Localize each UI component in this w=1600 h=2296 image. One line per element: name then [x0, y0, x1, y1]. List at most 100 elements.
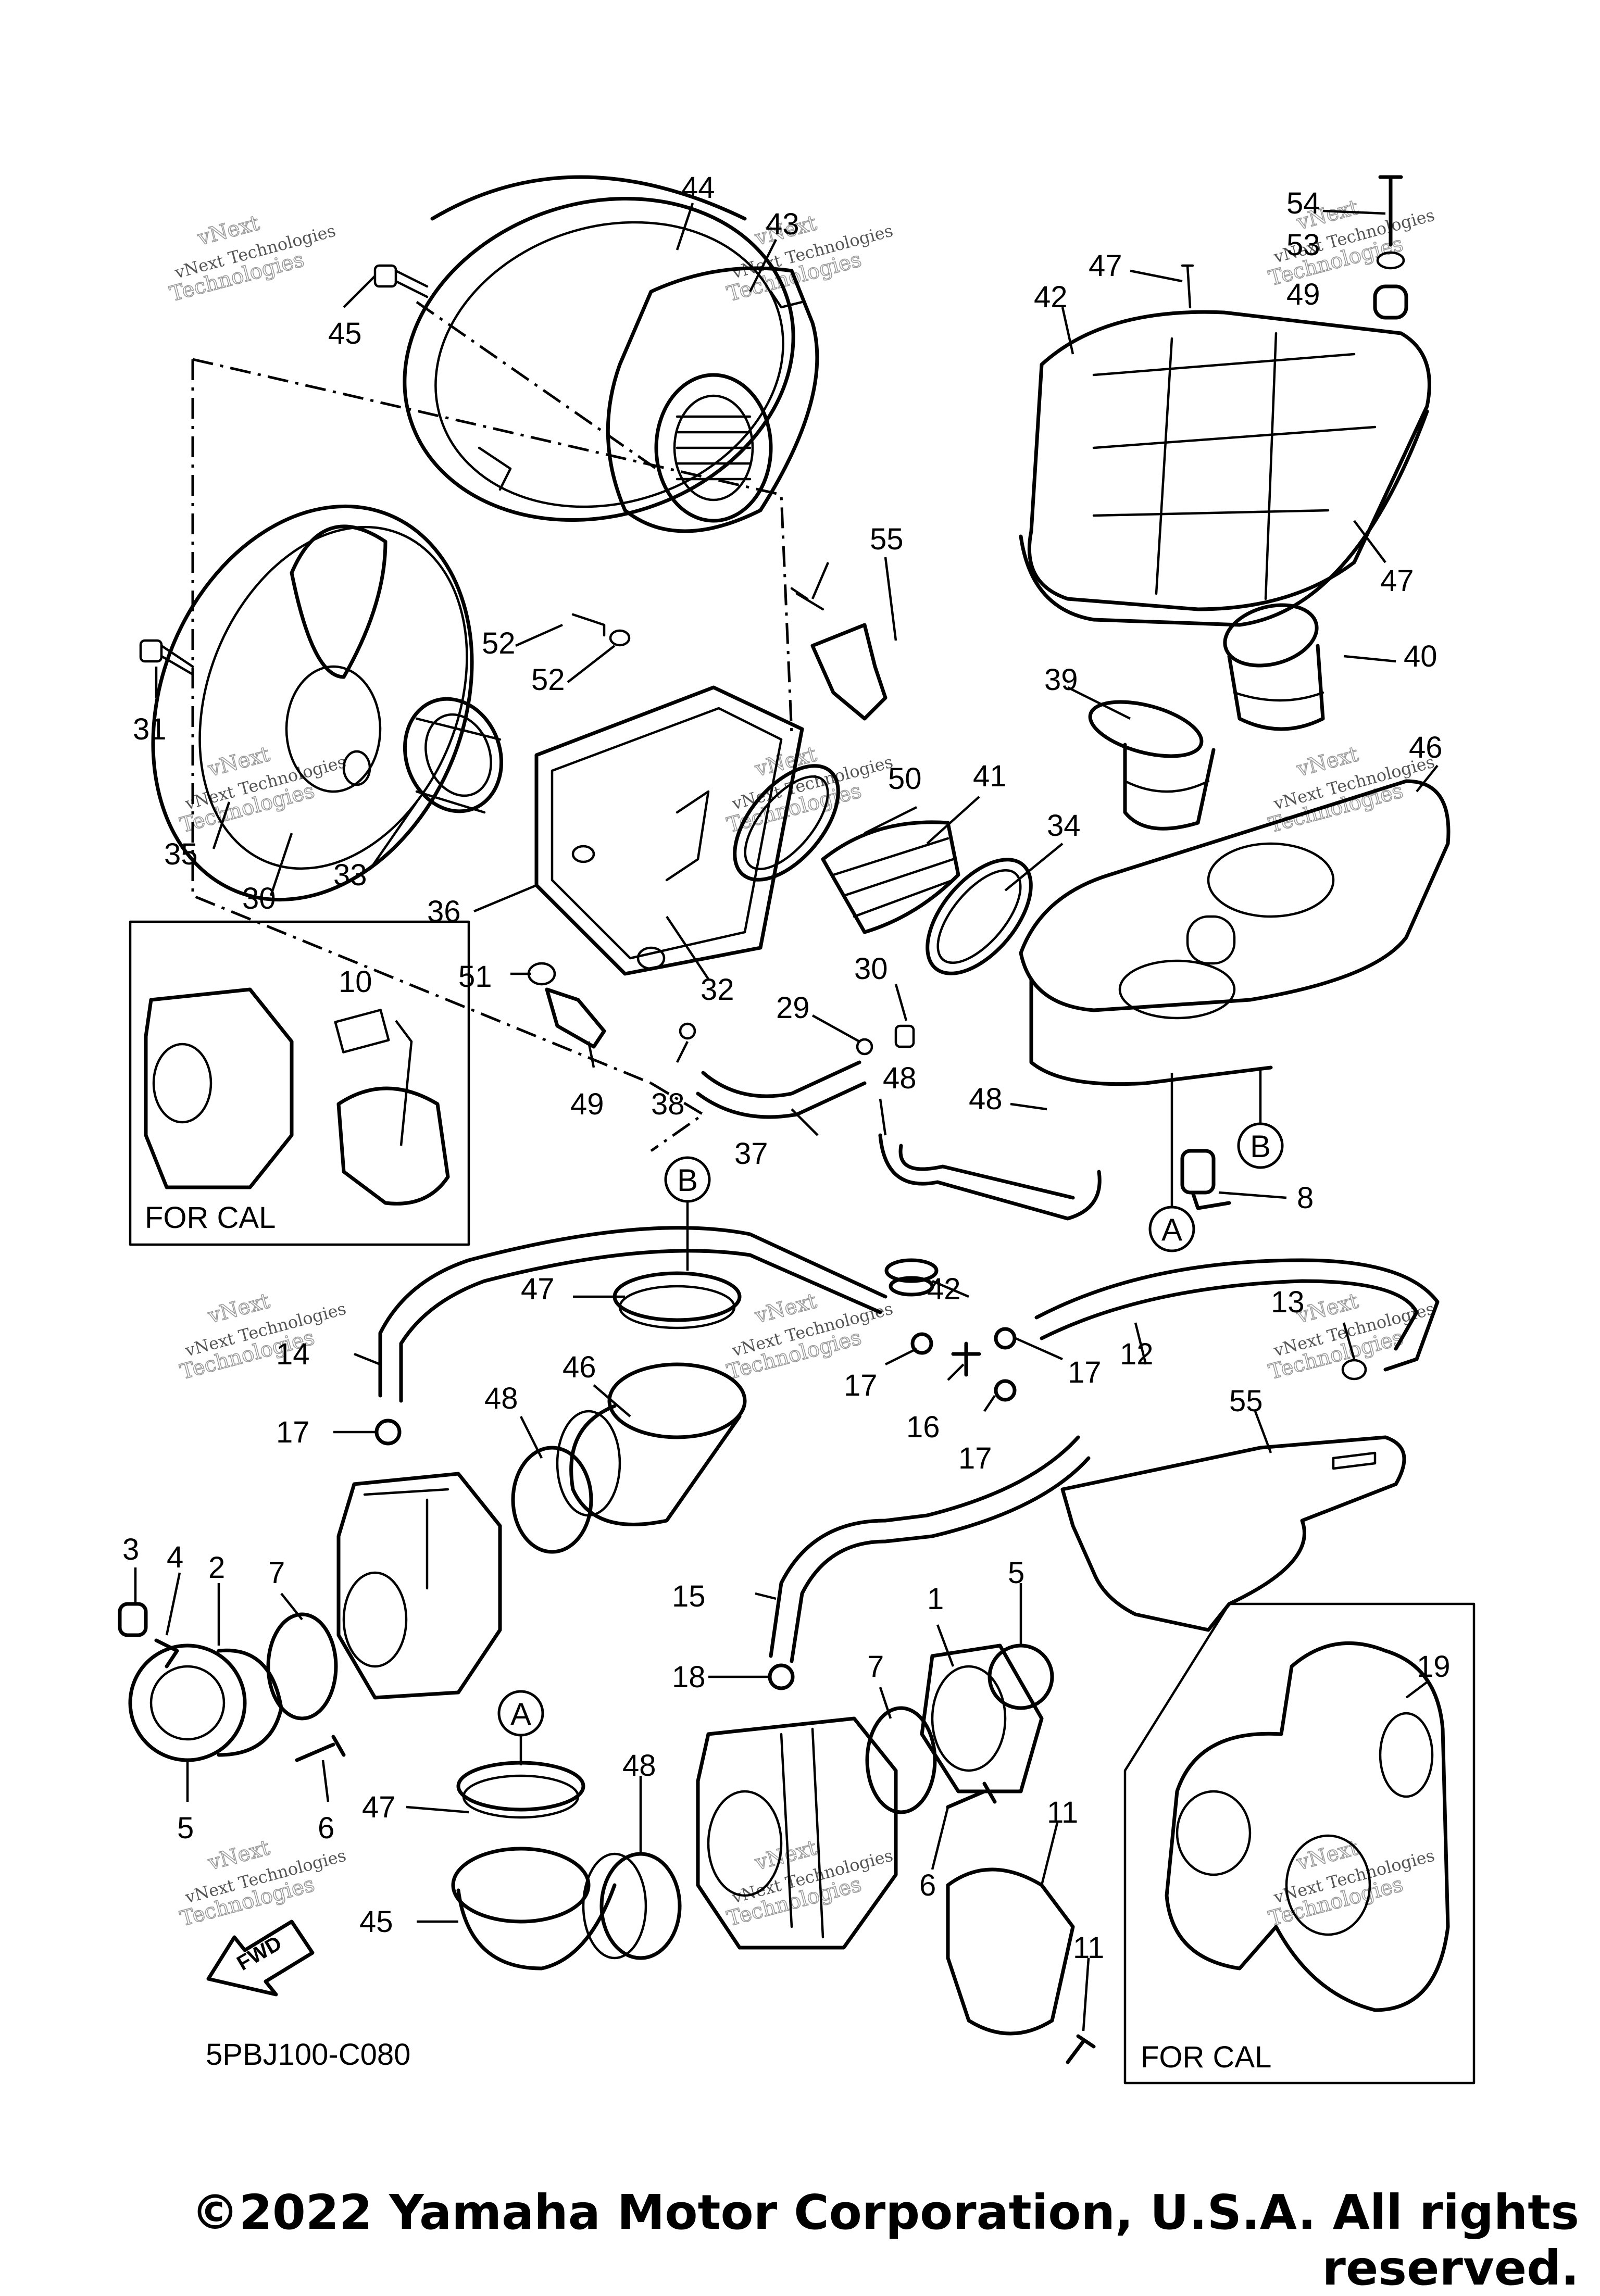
bracket-53	[810, 623, 888, 721]
part-label: 30	[854, 952, 888, 986]
part-label: 48	[883, 1061, 917, 1095]
bolt-44	[1378, 175, 1403, 247]
carburetor-rear	[336, 1472, 502, 1700]
part-label: 39	[1044, 663, 1078, 697]
clip-29	[856, 1038, 873, 1056]
intake-manifold-1	[920, 1643, 1044, 1793]
fwd-arrow-label: FWD	[233, 1931, 286, 1975]
air-cleaner-case	[534, 685, 804, 976]
part-label: 48	[969, 1082, 1003, 1116]
clamp-48	[511, 1446, 593, 1554]
ref-marker-label: B	[1250, 1129, 1271, 1164]
part-label: 47	[362, 1790, 396, 1824]
part-label: 11	[1073, 1931, 1104, 1965]
cap-3	[118, 1602, 148, 1637]
grommet-50	[527, 962, 556, 986]
ref-marker-label: A	[1161, 1212, 1182, 1247]
part-label: 52	[531, 663, 565, 697]
hose-clamp-17	[994, 1327, 1017, 1350]
hose-12	[1034, 1258, 1440, 1372]
part-label: 44	[681, 171, 715, 205]
part-label: 31	[133, 712, 167, 746]
part-label: 48	[622, 1749, 656, 1783]
part-label: 18	[672, 1660, 706, 1694]
part-label: 4	[167, 1540, 183, 1574]
part-drawings	[118, 175, 1451, 2064]
hose-clamp-17	[374, 1419, 402, 1446]
bolt-51	[571, 613, 606, 637]
assembly-guide-line	[650, 1082, 706, 1152]
plate-55-slot	[1332, 1451, 1377, 1470]
air-cleaner-inner-cover	[151, 504, 474, 902]
hose-clamp-17	[994, 1379, 1017, 1402]
assembly-guide-line	[192, 358, 793, 735]
bracket-49	[545, 987, 606, 1049]
hose-clamp-17	[910, 1332, 933, 1355]
part-label: 49	[1286, 278, 1320, 311]
drain-hose-28	[696, 1081, 867, 1119]
part-label: 53	[1286, 228, 1320, 262]
inset-caption: FOR CAL	[145, 1201, 276, 1235]
part-label: 2	[208, 1551, 225, 1585]
clamp-48	[599, 1852, 682, 1960]
part-label: 49	[570, 1087, 604, 1121]
clamp-13	[1341, 1359, 1367, 1381]
inset-box-cal-gasket: FOR CAL	[1123, 1602, 1476, 2085]
part-label: 17	[844, 1369, 878, 1402]
ref-marker-label: B	[677, 1163, 698, 1198]
part-label: 5	[1008, 1556, 1024, 1590]
part-label: 54	[1286, 186, 1320, 220]
part-label: 6	[318, 1811, 334, 1845]
part-label: 37	[734, 1137, 768, 1171]
part-label: 48	[484, 1382, 518, 1415]
part-label: 55	[870, 522, 904, 556]
part-label: 14	[276, 1337, 310, 1371]
air-cleaner-lower-case	[1019, 779, 1451, 1086]
seal-ring-34	[926, 858, 1033, 975]
part-label: 13	[1271, 1285, 1305, 1319]
screw-21	[139, 639, 194, 676]
diagram-code: 5PBJ100-C080	[206, 2038, 410, 2072]
air-joint-32	[1088, 603, 1325, 831]
forward-arrow: FWD	[206, 1919, 315, 1997]
part-label: 42	[1034, 280, 1068, 314]
reference-marker-b-top: B	[664, 1156, 711, 1203]
screw-11	[1066, 2034, 1096, 2064]
ref-marker-label: A	[510, 1697, 531, 1732]
plug-30	[894, 1024, 915, 1048]
air-cleaner-top-cover	[1019, 310, 1431, 627]
part-label: 40	[1404, 639, 1438, 673]
part-label: 51	[458, 960, 492, 994]
clip-42	[884, 1258, 939, 1283]
screw-6	[946, 1781, 997, 1809]
hose-12	[1040, 1279, 1419, 1351]
washer-52	[609, 629, 631, 647]
part-label: 36	[427, 895, 461, 929]
part-label: 6	[919, 1868, 936, 1902]
carburetor-front	[696, 1716, 898, 1950]
carburetor-cover-9	[946, 1867, 1075, 2036]
air-filter-element	[606, 266, 819, 533]
part-label: 47	[521, 1272, 555, 1306]
part-label: 55	[1229, 1384, 1263, 1418]
hose-14	[378, 1226, 888, 1398]
o-ring-5	[988, 1643, 1054, 1710]
part-label: 17	[958, 1441, 992, 1475]
reference-marker-a-side: A	[1148, 1206, 1195, 1252]
screw-6	[295, 1735, 346, 1762]
part-label: 8	[1297, 1181, 1314, 1215]
part-label: 34	[1047, 809, 1081, 843]
part-label: 46	[562, 1350, 596, 1384]
part-label: 42	[927, 1272, 961, 1306]
hose-clamp-17	[768, 1663, 795, 1690]
part-label: 30	[242, 882, 276, 915]
part-label: 10	[339, 965, 372, 999]
inset-caption: FOR CAL	[1141, 2040, 1271, 2074]
part-label: 7	[268, 1556, 285, 1590]
drain-plug-8	[1180, 1149, 1231, 1210]
part-label: 15	[672, 1579, 706, 1613]
part-label: 52	[482, 626, 516, 660]
part-label: 5	[177, 1811, 194, 1845]
hose-15	[790, 1456, 1091, 1663]
inset-box-cal-carburetor: FOR CAL	[129, 920, 470, 1246]
